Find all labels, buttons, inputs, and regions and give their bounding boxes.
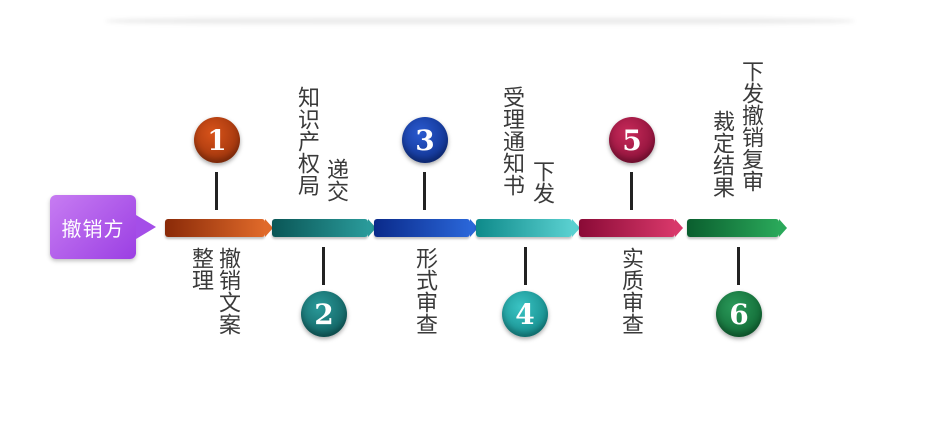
step-2-connector: [322, 247, 325, 285]
step-4-number-badge: 4: [502, 291, 548, 337]
step-6-number-badge: 6: [716, 291, 762, 337]
step-1-connector: [215, 172, 218, 210]
step-5-connector: [630, 172, 633, 210]
step-5-number-badge: 5: [609, 117, 655, 163]
step-2-number-badge: 2: [301, 291, 347, 337]
step-3-number-badge: 3: [402, 117, 448, 163]
start-pointer-arrow: [136, 215, 156, 239]
step-3-label-col1: 形式审查: [412, 247, 437, 335]
step-2-label-col1: 递交: [323, 158, 348, 202]
step-4-connector: [524, 247, 527, 285]
step-6-label-col1: 下发撤销复审: [738, 60, 763, 192]
step-3-connector: [423, 172, 426, 210]
step-1-number-badge: 1: [194, 117, 240, 163]
step-1-label-col1: 撤销文案: [215, 247, 240, 335]
timeline-segment-2: [272, 219, 376, 237]
timeline-segment-6: [687, 219, 787, 237]
start-label: 撤销方: [61, 216, 125, 241]
timeline-segment-5: [579, 219, 683, 237]
step-2-label-col2: 知识产权局: [294, 86, 319, 196]
step-6-label-col2: 裁定结果: [709, 110, 734, 198]
step-6-connector: [737, 247, 740, 285]
start-tag: 撤销方: [50, 195, 156, 259]
step-5-label-col1: 实质审查: [618, 247, 643, 335]
top-shadow-divider: [105, 16, 855, 26]
timeline-segment-1: [165, 219, 273, 237]
step-4-label-col2: 受理通知书: [499, 86, 524, 196]
timeline-segment-3: [374, 219, 478, 237]
step-1-label-col2: 整理: [188, 247, 213, 291]
timeline-segment-4: [476, 219, 580, 237]
step-4-label-col1: 下发: [529, 160, 554, 204]
